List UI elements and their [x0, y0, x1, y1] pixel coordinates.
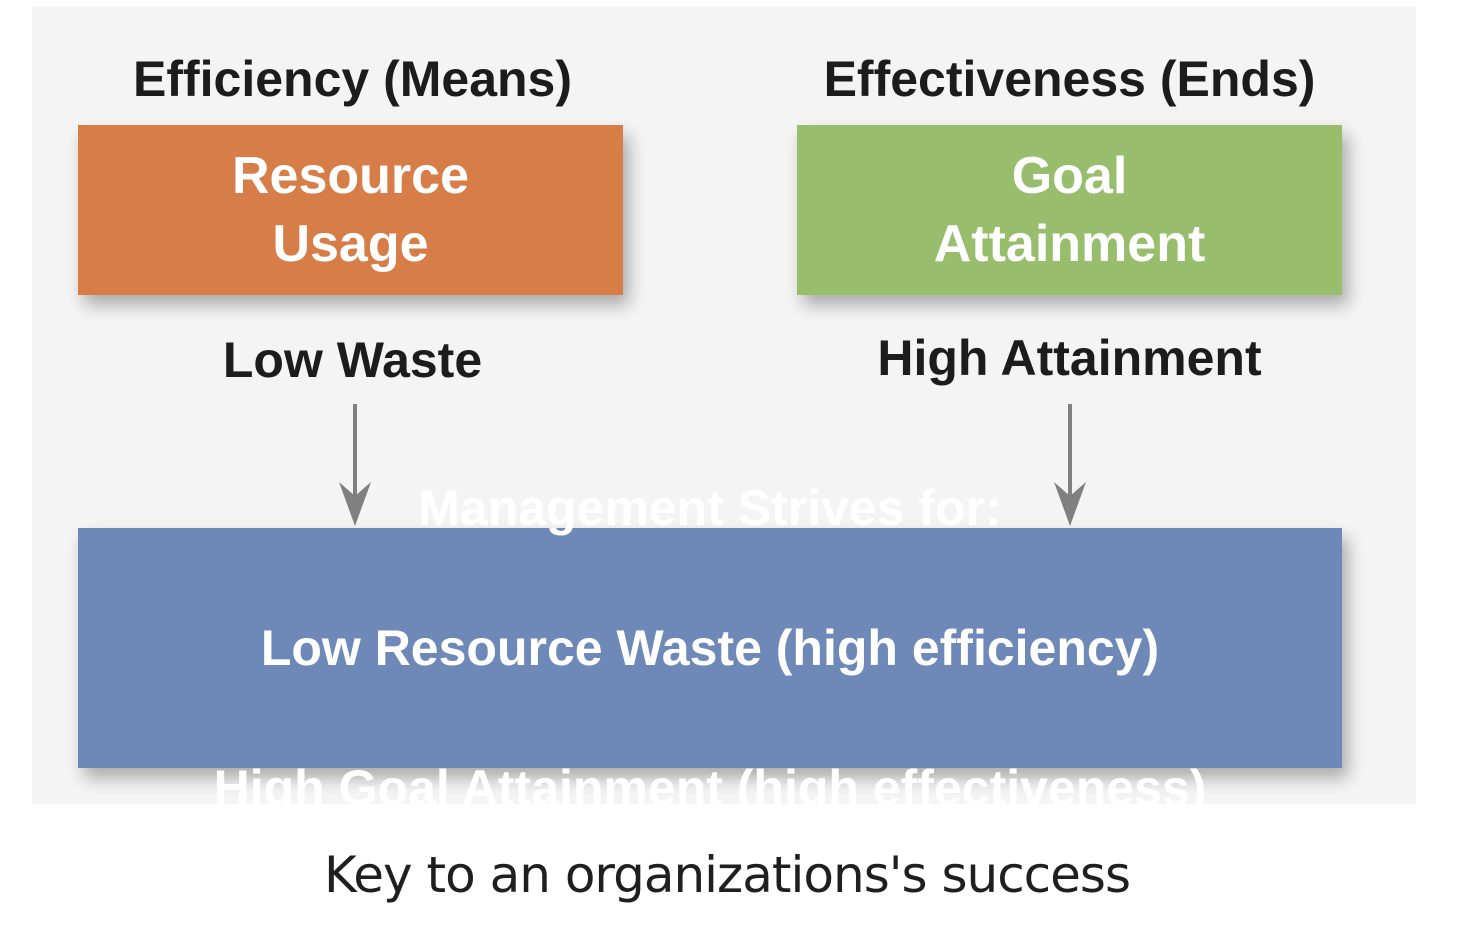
- resource-usage-box: Resource Usage: [78, 125, 623, 295]
- effectiveness-heading: Effectiveness (Ends): [823, 51, 1316, 107]
- management-text: Management Strives for: Low Resource Was…: [214, 403, 1207, 893]
- goal-attainment-label: Goal Attainment: [933, 147, 1206, 273]
- management-line-efficiency: Low Resource Waste (high efficiency): [260, 620, 1160, 676]
- management-title: Management Strives for:: [418, 480, 1002, 536]
- efficiency-arrow: [339, 404, 371, 526]
- goal-attainment-box: Goal Attainment: [797, 125, 1342, 295]
- low-waste-label: Low Waste: [222, 332, 483, 388]
- resource-usage-label: Resource Usage: [232, 147, 469, 273]
- high-attainment-label: High Attainment: [877, 330, 1262, 386]
- management-line-effectiveness: High Goal Attainment (high effectiveness…: [213, 760, 1207, 816]
- effectiveness-arrow: [1054, 404, 1086, 526]
- management-box: Management Strives for: Low Resource Was…: [78, 480, 1342, 816]
- efficiency-heading: Efficiency (Means): [132, 51, 572, 107]
- slide-caption: Key to an organizations's success: [323, 846, 1131, 904]
